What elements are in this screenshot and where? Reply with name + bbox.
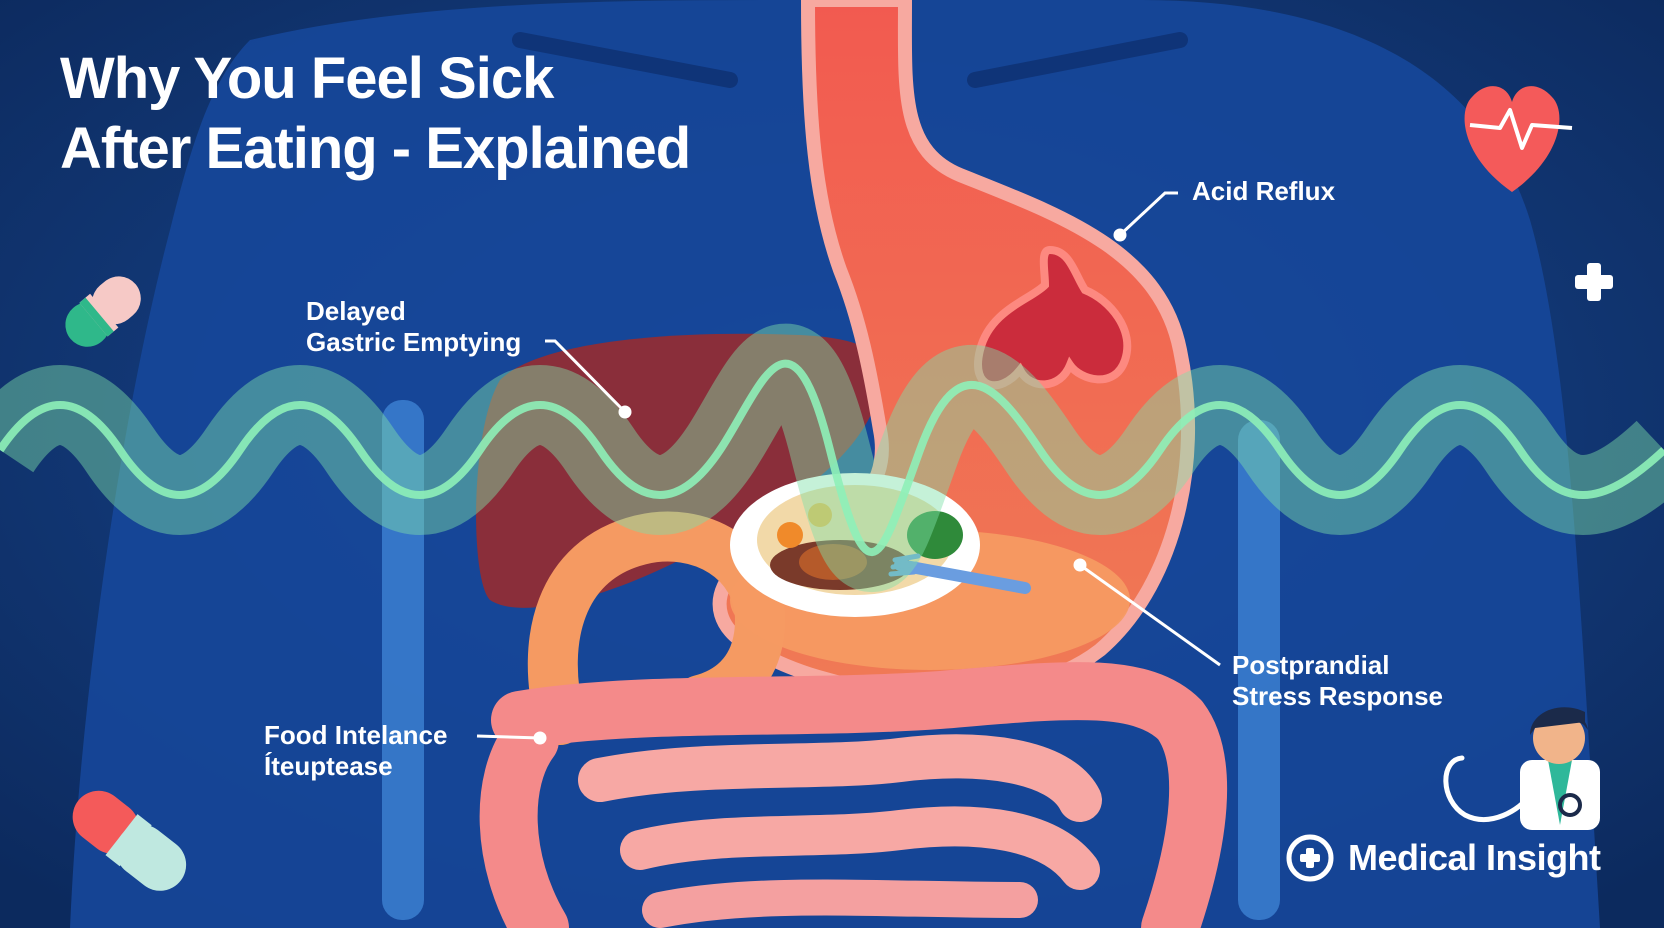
stomach-inner <box>974 245 1132 390</box>
title-line-1: Why You Feel Sick <box>60 46 554 111</box>
intestines <box>479 662 1228 928</box>
label-acid-reflux: Acid Reflux <box>1192 176 1336 206</box>
wave-line <box>0 359 1664 556</box>
plus-icon <box>1575 263 1613 301</box>
liver <box>476 333 882 608</box>
doctor-avatar-icon <box>1520 707 1600 830</box>
heart-rate-icon <box>1464 86 1573 192</box>
medical-cross-badge-icon <box>1286 834 1334 882</box>
right-column <box>1238 420 1280 920</box>
brand-badge: Medical Insight <box>1286 834 1601 882</box>
left-column <box>382 400 424 920</box>
shoulder-line-left <box>512 32 738 88</box>
leader-lines <box>476 191 1221 745</box>
duodenum <box>527 511 786 745</box>
pill-icon <box>65 276 141 347</box>
title-line-2: After Eating - Explained <box>60 116 691 181</box>
brand-name: Medical Insight <box>1348 837 1601 878</box>
page-title: Why You Feel Sick After Eating - Explain… <box>60 44 691 184</box>
label-delayed-gastric-emptying: Delayed Gastric Emptying <box>306 296 522 357</box>
shoulder-line-right <box>967 32 1188 88</box>
label-postprandial-stress-response: Postprandial Stress Response <box>1232 650 1443 711</box>
pill-icon-large <box>72 790 187 891</box>
label-food-intolerance: Food Intelance Íteuptease <box>264 720 448 781</box>
